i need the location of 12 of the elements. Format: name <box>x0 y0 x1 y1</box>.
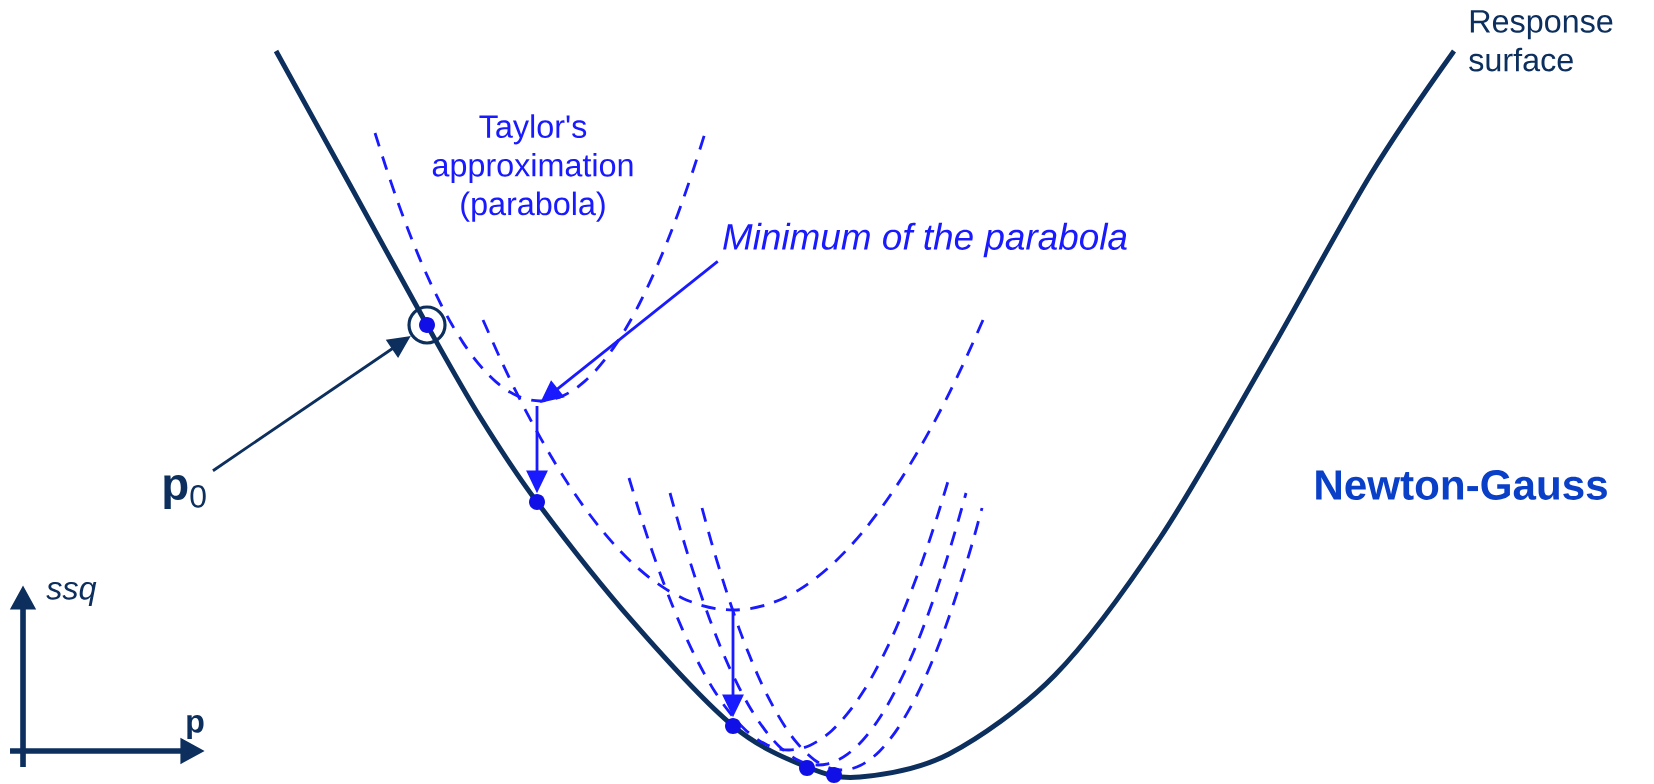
callout-label: Minimum of the parabola <box>723 222 1127 258</box>
axis-label: p <box>187 714 204 740</box>
label-text: Taylor's approximation (parabola) <box>432 114 633 222</box>
data-point <box>725 718 741 734</box>
data-point <box>529 494 545 510</box>
circled-point <box>407 305 447 345</box>
data-point <box>799 760 815 776</box>
data-point <box>826 767 842 783</box>
title: Newton-Gauss <box>1316 470 1607 500</box>
axis-label: ssq <box>46 581 97 607</box>
point-label: p$_{0}$ <box>164 474 206 510</box>
label-text: Response surface <box>1469 10 1613 72</box>
